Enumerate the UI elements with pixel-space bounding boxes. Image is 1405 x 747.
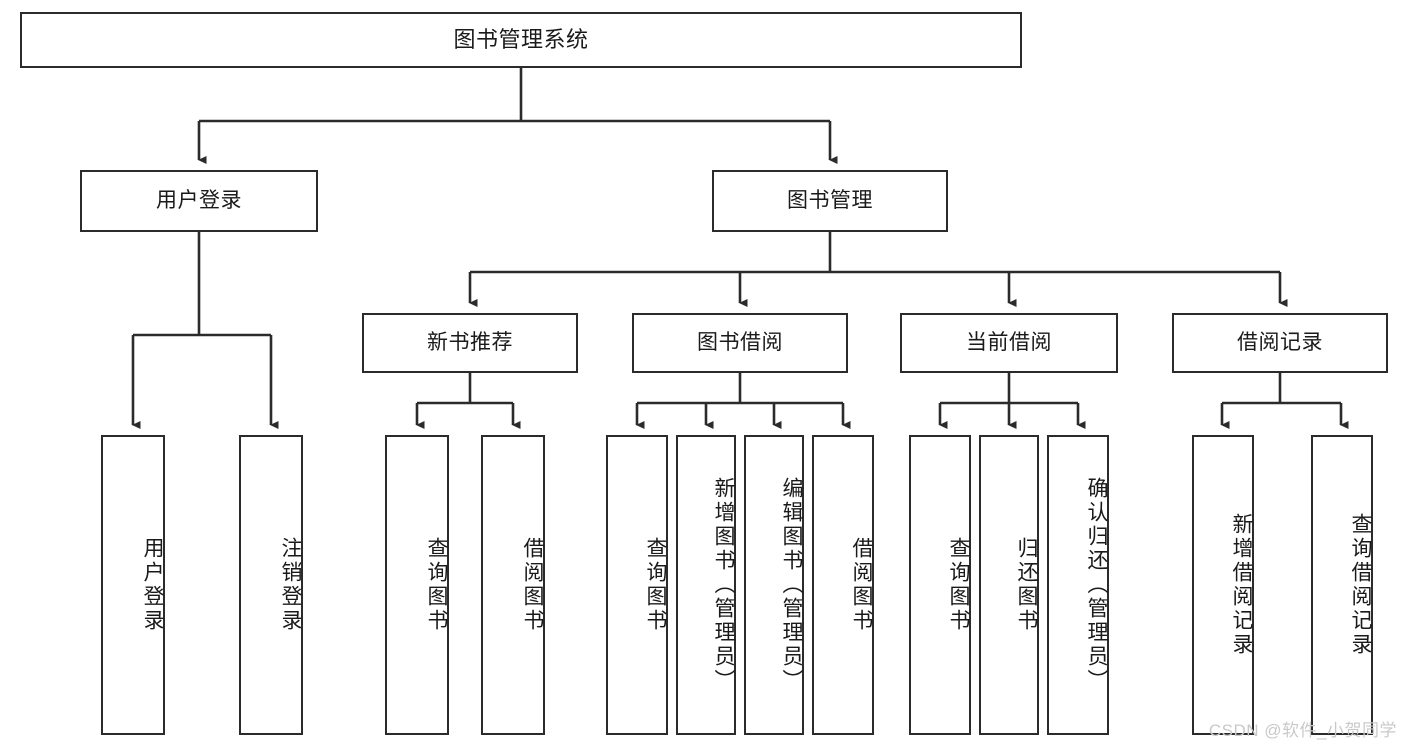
node-label: 编辑图书（管理员）: [780, 477, 803, 693]
leaf-current-query-book[interactable]: 查询图书: [909, 435, 971, 735]
leaf-recommend-borrow-book[interactable]: 借阅图书: [481, 435, 545, 735]
leaf-borrow-edit-book-admin[interactable]: 编辑图书（管理员）: [744, 435, 804, 735]
node-label: 查询图书: [644, 537, 667, 633]
leaf-borrow-add-book-admin[interactable]: 新增图书（管理员）: [676, 435, 736, 735]
node-label: 当前借阅: [966, 330, 1052, 354]
node-label: 注销登录: [279, 537, 302, 633]
node-label: 新书推荐: [427, 330, 513, 354]
leaf-recommend-query-book[interactable]: 查询图书: [385, 435, 449, 735]
node-user-login[interactable]: 用户登录: [80, 170, 318, 232]
node-label: 图书借阅: [697, 330, 783, 354]
leaf-borrow-query-book[interactable]: 查询图书: [606, 435, 668, 735]
csdn-watermark: CSDN @软件_小贺同学: [1208, 721, 1397, 740]
node-label: 借阅记录: [1237, 330, 1323, 354]
leaf-record-query-borrow-record[interactable]: 查询借阅记录: [1311, 435, 1373, 735]
leaf-current-confirm-return-admin[interactable]: 确认归还（管理员）: [1047, 435, 1109, 735]
node-label: 借阅图书: [850, 537, 873, 633]
node-label: 确认归还（管理员）: [1085, 477, 1108, 693]
leaf-borrow-borrow-book[interactable]: 借阅图书: [812, 435, 874, 735]
node-current-borrow[interactable]: 当前借阅: [900, 313, 1118, 373]
node-label: 图书管理: [787, 188, 873, 212]
node-book-borrow[interactable]: 图书借阅: [632, 313, 848, 373]
node-label: 归还图书: [1015, 537, 1038, 633]
leaf-current-return-book[interactable]: 归还图书: [979, 435, 1039, 735]
leaf-record-add-borrow-record[interactable]: 新增借阅记录: [1192, 435, 1254, 735]
node-borrow-record[interactable]: 借阅记录: [1172, 313, 1388, 373]
leaf-user-logout[interactable]: 注销登录: [239, 435, 303, 735]
node-label: 新增借阅记录: [1230, 513, 1253, 657]
node-label: 查询图书: [947, 537, 970, 633]
node-root-system[interactable]: 图书管理系统: [20, 12, 1022, 68]
node-label: 图书管理系统: [453, 27, 589, 53]
node-label: 查询借阅记录: [1349, 513, 1372, 657]
node-label: 用户登录: [156, 188, 242, 212]
leaf-user-login[interactable]: 用户登录: [101, 435, 165, 735]
node-label: 用户登录: [141, 537, 164, 633]
node-book-management[interactable]: 图书管理: [712, 170, 948, 232]
node-label: 新增图书（管理员）: [712, 477, 735, 693]
node-new-book-recommend[interactable]: 新书推荐: [362, 313, 578, 373]
node-label: 借阅图书: [521, 537, 544, 633]
node-label: 查询图书: [425, 537, 448, 633]
